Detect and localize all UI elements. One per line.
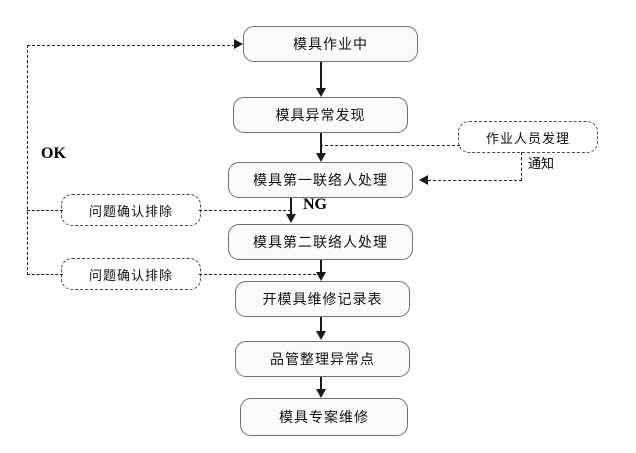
arrowhead-n2-n3 bbox=[316, 153, 326, 162]
node-qc-collate-abnormal-points[interactable]: 品管整理异常点 bbox=[235, 341, 410, 377]
connector-n4-to-aux2 bbox=[199, 274, 321, 275]
node-open-repair-record[interactable]: 开模具维修记录表 bbox=[235, 281, 410, 317]
label-ok: OK bbox=[41, 145, 66, 162]
notify-return-vertical bbox=[521, 152, 522, 181]
node-mold-operating[interactable]: 模具作业中 bbox=[243, 26, 418, 62]
node-operator-handling[interactable]: 作业人员发理 bbox=[458, 121, 598, 153]
connector-n3-to-aux1 bbox=[199, 210, 291, 211]
node-problem-confirm-eliminate-2[interactable]: 问题确认排除 bbox=[61, 258, 201, 290]
connector-n2-n3 bbox=[320, 133, 322, 154]
node-first-contact-handling[interactable]: 模具第一联络人处理 bbox=[228, 162, 413, 198]
arrowhead-n4-n5 bbox=[316, 272, 326, 281]
arrowhead-feedback-to-n1 bbox=[234, 39, 243, 49]
node-abnormality-found[interactable]: 模具异常发现 bbox=[233, 97, 408, 133]
connector-aux2-to-trunk bbox=[27, 274, 63, 275]
connector-aux1-to-trunk bbox=[27, 210, 63, 211]
node-second-contact-handling[interactable]: 模具第二联络人处理 bbox=[228, 224, 413, 260]
node-special-repair-project[interactable]: 模具专案维修 bbox=[240, 398, 408, 436]
arrowhead-n1-n2 bbox=[316, 88, 326, 97]
arrowhead-notify-to-n3 bbox=[419, 175, 428, 185]
label-notify: 通知 bbox=[528, 157, 555, 172]
arrowhead-n5-n6 bbox=[316, 331, 326, 340]
arrowhead-n3-n4 bbox=[286, 214, 296, 223]
feedback-return-horizontal bbox=[27, 45, 235, 46]
connector-n3-n4 bbox=[290, 198, 292, 215]
arrowhead-n6-n7 bbox=[316, 389, 326, 398]
connector-n6-n7 bbox=[320, 377, 322, 390]
connector-flow-to-operator bbox=[320, 145, 460, 146]
notify-return-horizontal bbox=[428, 180, 522, 181]
connector-n1-n2 bbox=[320, 62, 322, 89]
connector-n4-n5 bbox=[320, 260, 322, 273]
node-problem-confirm-eliminate-1[interactable]: 问题确认排除 bbox=[61, 194, 201, 226]
connector-n5-n6 bbox=[320, 317, 322, 332]
label-ng: NG bbox=[303, 196, 327, 213]
feedback-trunk-vertical bbox=[27, 45, 28, 275]
